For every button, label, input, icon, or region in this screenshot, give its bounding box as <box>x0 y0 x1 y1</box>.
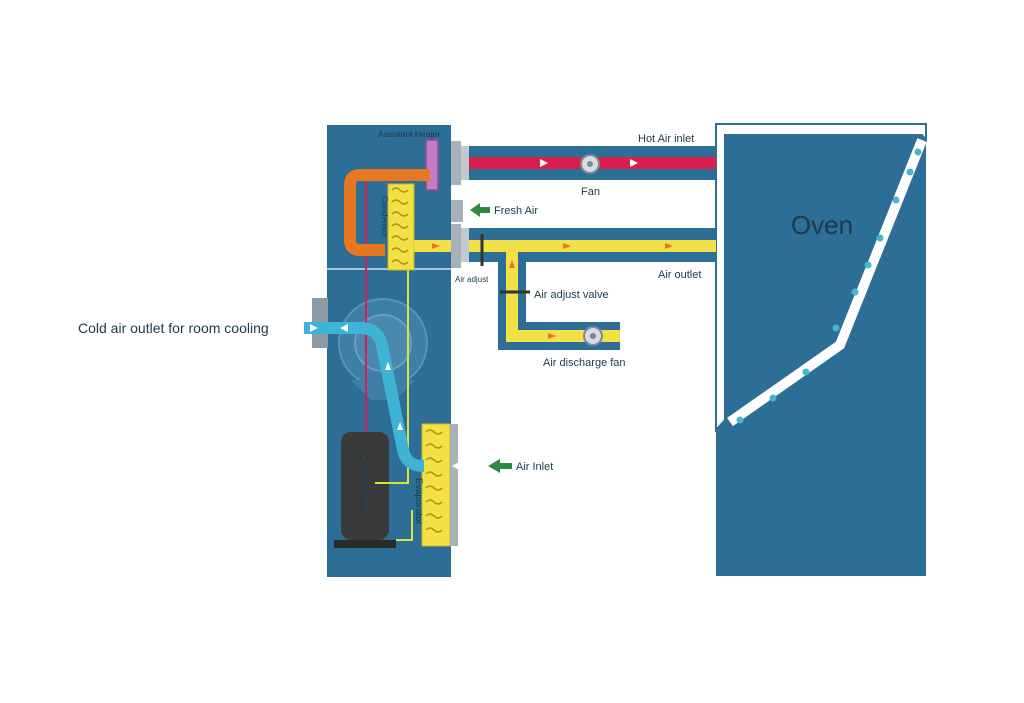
assistant-heater <box>425 139 439 191</box>
oven: Oven <box>715 123 927 576</box>
compressor <box>341 432 389 540</box>
fresh-air-flange <box>451 200 463 222</box>
oven-frame <box>715 123 927 433</box>
evaporator-label: Evaporator <box>413 478 424 524</box>
compressor-base <box>334 540 396 548</box>
evaporator-grille <box>450 424 458 546</box>
cold-air-outlet-label: Cold air outlet for room cooling <box>78 320 269 336</box>
air-inlet-arrow <box>488 459 512 473</box>
air-adjust-label: Air adjust <box>455 275 489 284</box>
hot-air-inlet-label: Hot Air inlet <box>638 133 694 145</box>
fresh-air-arrow <box>470 203 490 217</box>
refrigerant-hot-loop <box>344 169 430 256</box>
condensor: Condensor <box>380 183 415 271</box>
condensor-label: Condensor <box>380 196 390 238</box>
compressor-label: Compressor <box>357 454 369 514</box>
fresh-air-label: Fresh Air <box>494 205 538 217</box>
hot-air-flange <box>451 141 461 185</box>
air-outlet-flange <box>451 224 461 268</box>
air-discharge-branch <box>498 252 620 350</box>
oven-body <box>716 124 926 576</box>
air-adjust-valve-label: Air adjust valve <box>534 289 609 301</box>
oven-liner <box>727 138 927 427</box>
fan-label: Fan <box>581 186 600 198</box>
air-outlet-label: Air outlet <box>658 269 701 281</box>
evaporator: Evaporator <box>413 423 458 547</box>
hot-air-duct <box>451 141 716 185</box>
assistant-heater-label: Assistant Heater <box>378 129 441 139</box>
oven-label: Oven <box>791 210 853 240</box>
cold-air-path <box>304 322 425 472</box>
air-discharge-fan-label: Air discharge fan <box>543 357 626 369</box>
oven-vent-dots <box>736 148 922 424</box>
air-outlet-duct <box>414 224 716 268</box>
air-inlet-label: Air Inlet <box>516 461 553 473</box>
